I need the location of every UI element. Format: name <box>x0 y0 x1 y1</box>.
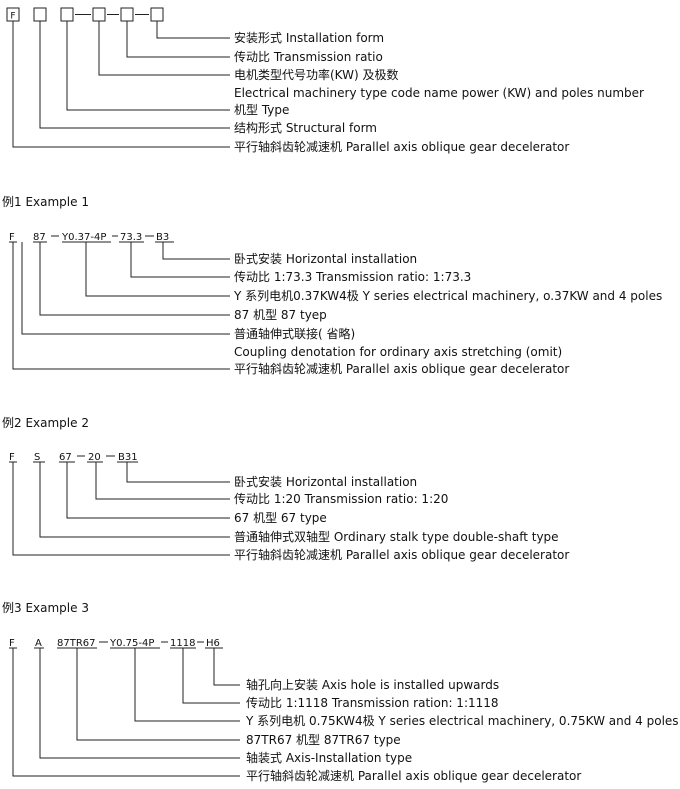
example3-code-type: 87TR67 <box>57 638 96 649</box>
legend-label-structural-form: 结构形式 Structural form <box>234 120 377 135</box>
legend-label-transmission-ratio: 传动比 Transmission ratio <box>234 49 383 64</box>
example3-code-structure: F <box>9 638 15 649</box>
example1-label-mounting: 卧式安装 Horizontal installation <box>234 251 417 266</box>
example3-label-gear-decelerator: 平行轴斜齿轮减速机 Parallel axis oblique gear dec… <box>246 768 581 783</box>
example3-code-motor: Y0.75-4P <box>109 638 154 649</box>
leader-line <box>76 648 240 741</box>
example3-label-type: 87TR67 机型 87TR67 type <box>246 733 401 747</box>
example1-label-gear-decelerator: 平行轴斜齿轮减速机 Parallel axis oblique gear dec… <box>234 361 569 376</box>
example3-label-installation: 轴装式 Axis-Installation type <box>246 750 412 765</box>
example2-label-gear-decelerator: 平行轴斜齿轮减速机 Parallel axis oblique gear dec… <box>234 547 569 562</box>
example2-label-mounting: 卧式安装 Horizontal installation <box>234 474 417 489</box>
code-box-mounting-b <box>150 7 164 22</box>
example1-code-mounting: B3 <box>156 232 169 243</box>
code-box-ratio <box>92 7 106 22</box>
leader-line <box>98 21 230 76</box>
code-box-mounting-a <box>120 7 134 22</box>
leader-line <box>156 21 230 39</box>
example2-label-ratio: 传动比 1:20 Transmission ratio: 1:20 <box>234 491 448 506</box>
example2-label-shaft: 普通轴伸式双轴型 Ordinary stalk type double-shaf… <box>234 529 559 544</box>
leader-line <box>12 242 230 370</box>
example1-label-type: 87 机型 87 tyep <box>234 308 327 322</box>
leader-line <box>130 242 230 278</box>
example3-label-mounting: 轴孔向上安装 Axis hole is installed upwards <box>246 677 499 692</box>
leader-line <box>85 242 230 297</box>
code-box-motor <box>60 7 74 22</box>
example3-label-motor: Y 系列电机 0.75KW4极 Y series electrical mach… <box>245 714 679 728</box>
leader-line <box>21 242 230 335</box>
example2-label-type: 67 机型 67 type <box>234 511 327 525</box>
leader-line <box>66 21 230 111</box>
legend-label-gear-decelerator: 平行轴斜齿轮减速机 Parallel axis oblique gear dec… <box>234 139 569 154</box>
legend-label-type: 机型 Type <box>234 103 289 117</box>
leader-line <box>12 21 230 148</box>
code-box-type <box>33 7 47 22</box>
example1-code-structure: F <box>9 232 15 243</box>
example3-code-ratio: 1118 <box>170 638 195 649</box>
legend-label-installation-form: 安装形式 Installation form <box>234 30 384 45</box>
leader-line <box>39 648 240 759</box>
leader-line <box>12 462 230 556</box>
example2-title: 例2 Example 2 <box>2 416 89 430</box>
leader-line <box>95 462 230 500</box>
example1-code-type: 87 <box>33 232 46 243</box>
leader-line <box>213 648 240 686</box>
leader-line <box>66 462 230 519</box>
example3-title: 例3 Example 3 <box>2 601 89 615</box>
leader-line <box>134 648 240 722</box>
legend-label-motor-code-en: Electrical machinery type code name powe… <box>234 86 644 100</box>
example1-label-ratio: 传动比 1:73.3 Transmission ratio: 1:73.3 <box>234 269 471 284</box>
leader-line <box>162 242 230 260</box>
example1-code-motor: Y0.37-4P <box>61 232 106 243</box>
leader-line <box>39 21 230 129</box>
example1-label-motor: Y 系列电机0.37KW4极 Y series electrical machi… <box>233 289 662 303</box>
legend-code-structure: F <box>10 12 15 22</box>
example3-label-ratio: 传动比 1:1118 Transmission ration: 1:1118 <box>246 695 499 710</box>
example2-code-ratio: 20 <box>88 452 101 463</box>
legend-label-motor-code-cn: 电机类型代号功率(KW) 及极数 <box>234 67 399 82</box>
example3-code-installation: A <box>35 638 42 649</box>
leader-line <box>126 462 230 483</box>
example2-code-type: 67 <box>59 452 72 463</box>
example1-label-coupling-en: Coupling denotation for ordinary axis st… <box>234 345 562 359</box>
example2-code-shaft: S <box>34 452 40 463</box>
leader-line <box>39 462 230 538</box>
example2-code-mounting: B31 <box>118 452 138 463</box>
example1-code-ratio: 73.3 <box>120 232 142 243</box>
example3-code-mounting: H6 <box>206 638 220 649</box>
example1-label-coupling-cn: 普通轴伸式联接( 省略) <box>234 326 355 341</box>
leader-line <box>12 648 240 777</box>
leader-line <box>126 21 230 58</box>
leader-line <box>182 648 240 704</box>
leader-line <box>39 242 230 316</box>
example2-code-structure: F <box>9 452 15 463</box>
example1-title: 例1 Example 1 <box>2 195 89 209</box>
